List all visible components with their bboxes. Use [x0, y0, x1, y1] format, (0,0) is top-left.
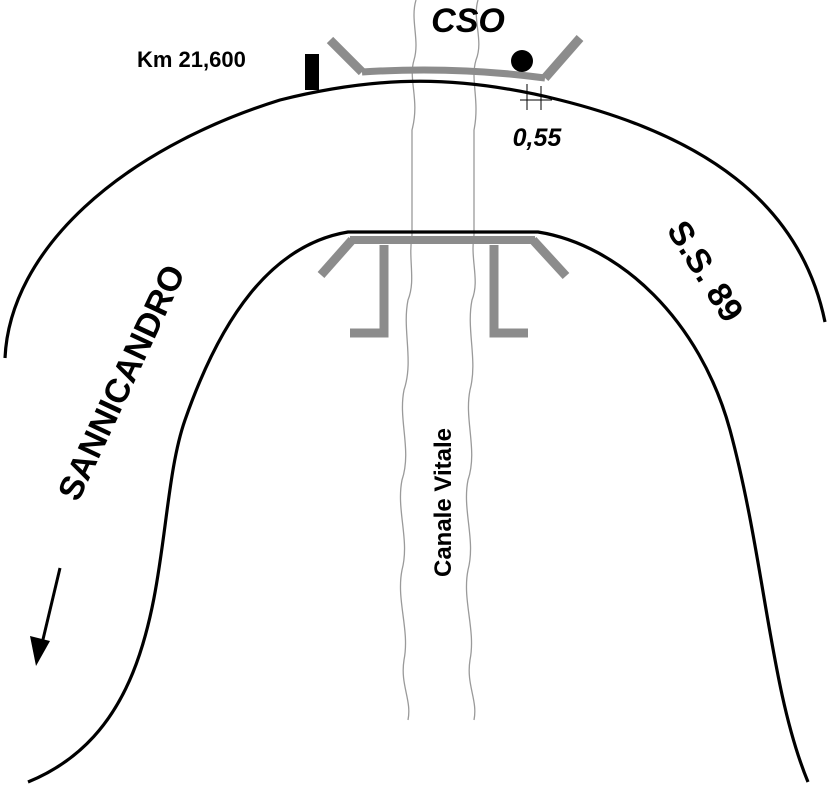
canal-bank-left [399, 0, 417, 721]
upper-bridge [326, 35, 584, 82]
road-inner-edge [27, 230, 810, 784]
station-label: CSO [431, 2, 505, 40]
lower-bridge-abutment-right [489, 245, 528, 338]
km-marker-label: Km 21,600 [137, 47, 246, 72]
canal-bank-right [465, 0, 480, 721]
canal-label: Canale Vitale [430, 428, 457, 577]
distance-label: 0,55 [513, 124, 563, 152]
lower-bridge [317, 236, 570, 338]
lower-bridge-abutment-left [350, 245, 389, 338]
road-label: S.S. 89 [659, 214, 750, 329]
lower-bridge-wing-right [529, 236, 570, 280]
upper-bridge-deck [361, 66, 546, 82]
km-marker-post [305, 54, 319, 90]
distance-ticks [520, 84, 552, 110]
arrow-down-left-icon [30, 567, 62, 666]
upper-bridge-wing-left [326, 36, 366, 76]
lower-bridge-wing-left [317, 237, 356, 278]
upper-bridge-wing-right [541, 35, 584, 81]
station-dot-icon [511, 50, 533, 72]
road-outer-edge [3, 79, 827, 359]
